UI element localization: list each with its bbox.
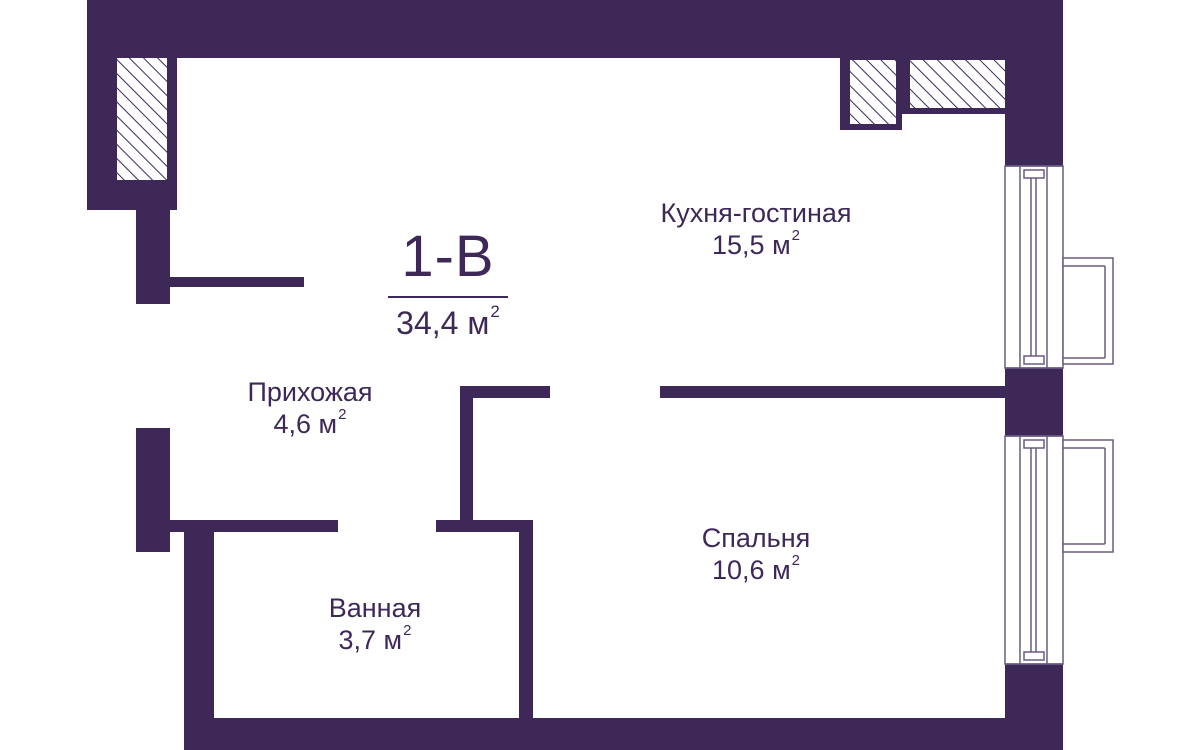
bathroom-left-wall <box>184 520 214 750</box>
left-wall-lower <box>136 428 170 552</box>
room-name-hall: Прихожая <box>247 377 373 407</box>
hall-partition-stub <box>170 277 304 287</box>
room-name-kitchen: Кухня-гостиная <box>660 198 852 228</box>
right-top-pier <box>1005 58 1063 166</box>
right-mid-pier <box>1005 368 1063 436</box>
shaft-left <box>117 58 167 180</box>
top-wall <box>87 0 1063 58</box>
room-area-kitchen-sup: 2 <box>791 227 800 245</box>
room-area-hall-value: 4,6 м <box>273 409 338 440</box>
room-area-bedroom: 10,6 м2 <box>656 552 856 586</box>
room-area-kitchen: 15,5 м2 <box>626 227 886 261</box>
room-area-hall: 4,6 м2 <box>205 406 415 440</box>
room-label-bedroom: Спальня 10,6 м2 <box>656 522 856 587</box>
room-area-bedroom-value: 10,6 м <box>712 555 791 586</box>
room-label-hall: Прихожая 4,6 м2 <box>205 376 415 441</box>
room-name-bathroom: Ванная <box>328 593 422 623</box>
bathroom-top-wall-left <box>170 520 338 532</box>
unit-label: 1-B 34,4 м2 <box>388 228 508 342</box>
window-bedroom <box>1004 435 1114 665</box>
shaft-top-wide <box>910 60 1005 108</box>
room-area-bathroom: 3,7 м2 <box>275 622 475 656</box>
room-area-hall-sup: 2 <box>338 406 347 424</box>
room-area-bathroom-value: 3,7 м <box>338 625 403 656</box>
bedroom-top-wall-left <box>460 386 550 398</box>
unit-area: 34,4 м2 <box>388 302 508 342</box>
room-name-bedroom: Спальня <box>701 523 811 553</box>
window-kitchen <box>1004 165 1114 369</box>
room-label-bathroom: Ванная 3,7 м2 <box>275 592 475 657</box>
unit-code: 1-B <box>388 228 508 298</box>
unit-area-value: 34,4 м <box>396 305 490 341</box>
unit-area-sup: 2 <box>490 302 500 321</box>
room-area-bathroom-sup: 2 <box>403 622 412 640</box>
bathroom-right-wall <box>519 520 533 750</box>
bedroom-left-wall <box>460 386 473 532</box>
left-wall-upper <box>136 210 170 304</box>
walls <box>87 0 1063 750</box>
room-area-bedroom-sup: 2 <box>791 552 800 570</box>
shaft-top-small <box>850 60 896 124</box>
bottom-wall <box>184 718 1063 750</box>
bathroom-top-wall-right <box>436 520 533 532</box>
room-label-kitchen: Кухня-гостиная 15,5 м2 <box>626 197 886 262</box>
room-area-kitchen-value: 15,5 м <box>712 230 791 261</box>
bedroom-top-wall-right <box>660 386 1005 398</box>
